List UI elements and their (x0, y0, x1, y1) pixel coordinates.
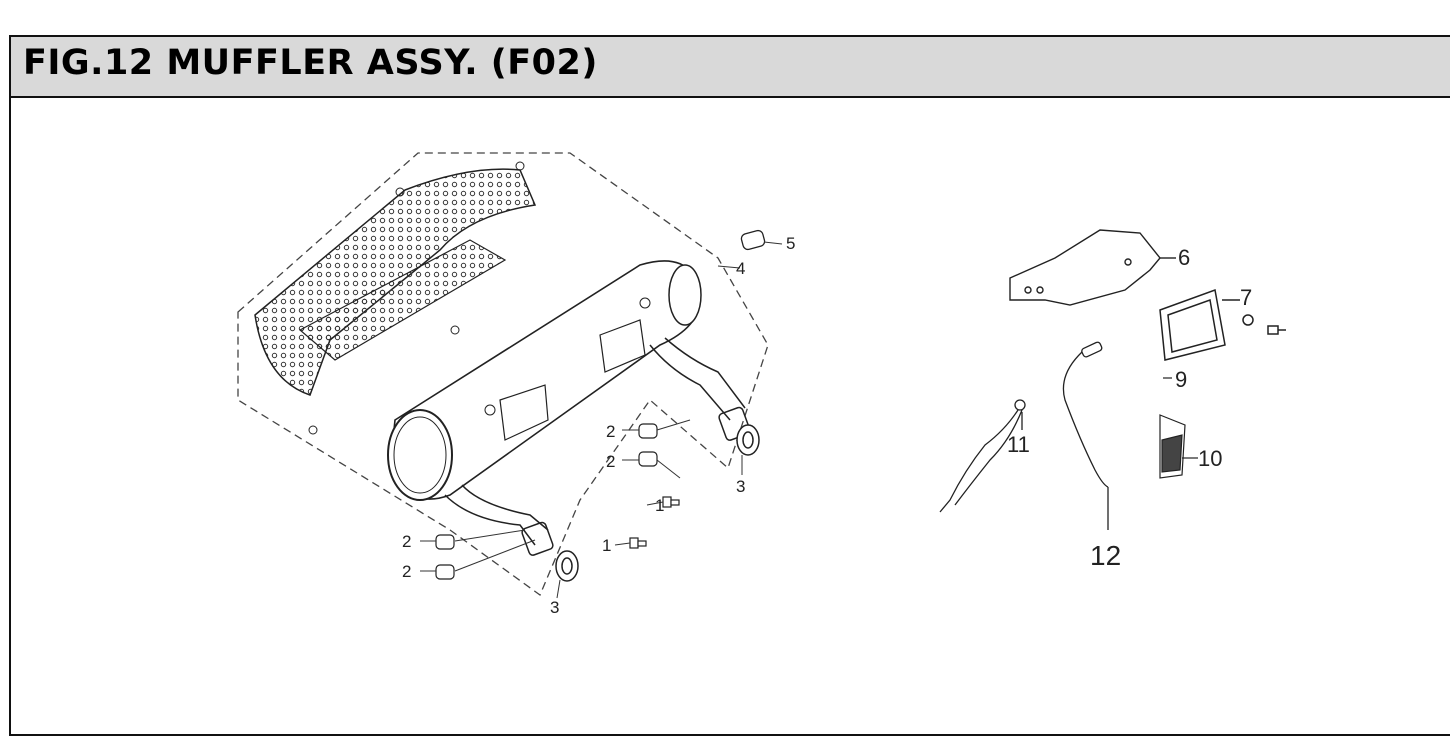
muffler-body (387, 260, 702, 501)
callout-2d: 2 (402, 562, 411, 581)
callout-9: 9 (1175, 367, 1187, 392)
figure-header: FIG.12 MUFFLER ASSY. (F02) (11, 37, 1450, 98)
callout-2b: 2 (606, 452, 615, 471)
nipple-icon (740, 229, 766, 251)
callout-10: 10 (1198, 446, 1222, 471)
license-bracket (1009, 229, 1176, 306)
reflector-icon (1159, 377, 1198, 479)
callout-2c: 2 (402, 532, 411, 551)
leader-lines-left (420, 241, 783, 599)
figure-title: FIG.12 MUFFLER ASSY. (F02) (23, 43, 598, 83)
plate-holder (1159, 288, 1286, 361)
callout-11: 11 (1007, 432, 1030, 457)
callout-3a: 3 (550, 598, 559, 617)
callout-1a: 1 (655, 496, 664, 515)
callout-3b: 3 (736, 477, 745, 496)
callout-7: 7 (1240, 285, 1252, 310)
cable-icon (1062, 341, 1109, 530)
nut-icon (435, 423, 658, 580)
callout-2a: 2 (606, 422, 615, 441)
callout-1b: 1 (602, 536, 611, 555)
callout-12: 12 (1090, 540, 1121, 571)
gasket-icon (555, 424, 760, 582)
assembly-dashed-boundary (237, 152, 769, 597)
lamp-wire (939, 399, 1026, 513)
callout-labels-right: 6 7 9 10 11 12 (1007, 245, 1252, 571)
callout-labels: 1 1 2 2 2 2 3 3 4 5 (402, 234, 795, 617)
callout-6: 6 (1178, 245, 1190, 270)
figure-frame: FIG.12 MUFFLER ASSY. (F02) (9, 35, 1450, 736)
callout-4: 4 (736, 259, 745, 278)
heat-shield (254, 161, 537, 435)
callout-5: 5 (786, 234, 795, 253)
